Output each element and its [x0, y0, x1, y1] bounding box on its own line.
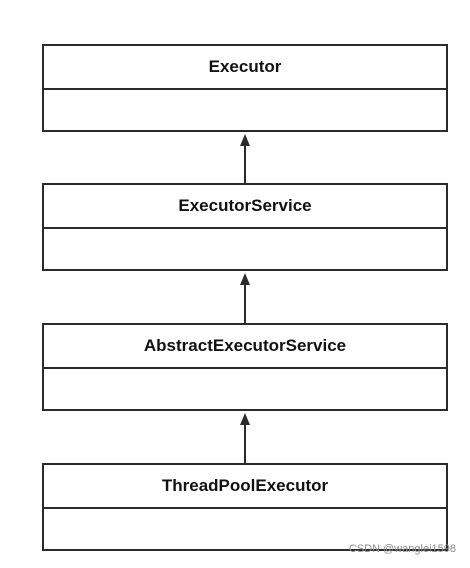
class-name-executor: Executor — [44, 46, 446, 90]
class-box-executor: Executor — [42, 44, 448, 132]
arrow-abstract-to-executor-service — [240, 273, 250, 323]
class-box-executor-service: ExecutorService — [42, 183, 448, 271]
class-box-abstract-executor-service: AbstractExecutorService — [42, 323, 448, 411]
watermark-text: CSDN @wanglei1598 — [348, 543, 456, 555]
arrow-executor-service-to-executor — [240, 134, 250, 183]
class-name-thread-pool-executor: ThreadPoolExecutor — [44, 465, 446, 509]
arrow-head-icon — [240, 413, 250, 425]
arrow-head-icon — [240, 273, 250, 285]
class-box-thread-pool-executor: ThreadPoolExecutor — [42, 463, 448, 551]
arrow-thread-pool-to-abstract — [240, 413, 250, 463]
arrow-head-icon — [240, 134, 250, 146]
class-name-abstract-executor-service: AbstractExecutorService — [44, 325, 446, 369]
class-name-executor-service: ExecutorService — [44, 185, 446, 229]
